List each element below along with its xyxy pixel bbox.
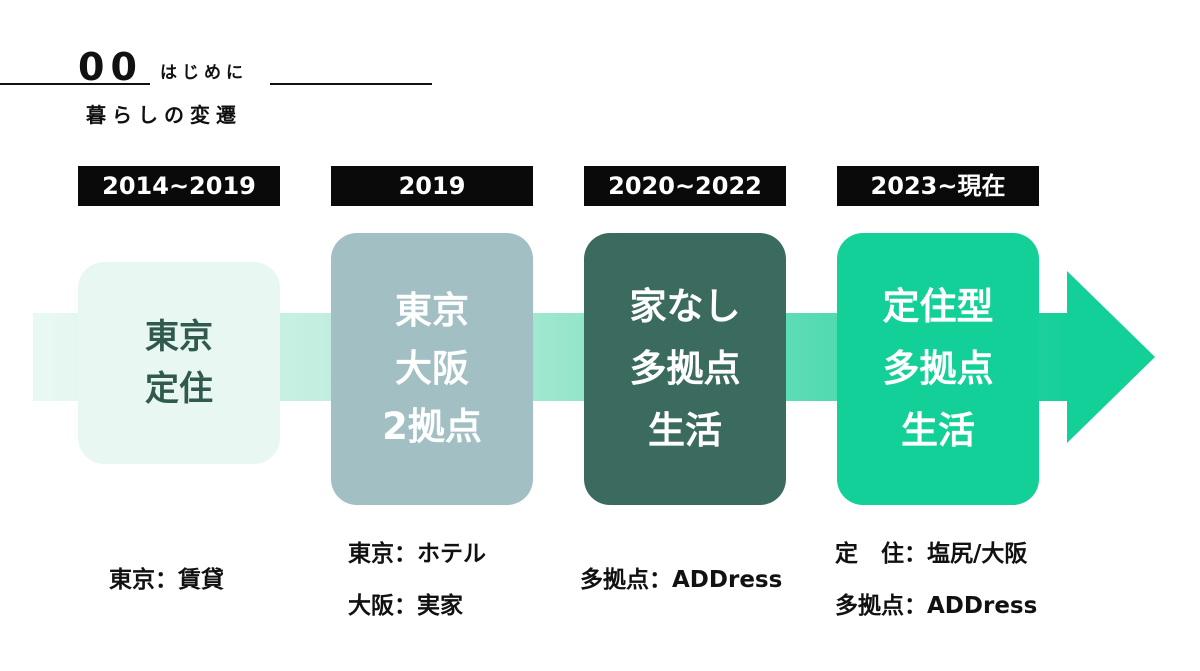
stage-line: 東京 (395, 289, 469, 332)
year-tag-2014-2019: 2014~2019 (78, 166, 280, 206)
section-label: はじめに (160, 63, 248, 83)
stage-caption: 大阪：実家 (348, 593, 463, 619)
section-number: 00 (78, 45, 143, 89)
stage-line: 大阪 (395, 347, 469, 390)
stage-box-tokyo-settled: 東京 定住 (78, 262, 280, 464)
stage-caption: 多拠点：ADDress (580, 567, 783, 593)
page-title: 暮らしの変遷 (86, 103, 242, 127)
stage-caption: 定 住：塩尻/大阪 (835, 541, 1028, 567)
stage-box-two-bases: 東京 大阪 2拠点 (331, 233, 533, 505)
year-tag-2019: 2019 (331, 166, 533, 206)
stage-line: 多拠点 (629, 347, 741, 390)
stage-line: 生活 (648, 409, 722, 452)
stage-box-settled-multi-base: 定住型 多拠点 生活 (837, 233, 1039, 505)
stage-line: 定住 (145, 369, 213, 409)
year-tag-2020-2022: 2020~2022 (584, 166, 786, 206)
stage-line: 定住型 (882, 285, 994, 328)
stage-caption: 東京：ホテル (348, 541, 486, 567)
stage-caption: 東京：賃貸 (109, 567, 224, 593)
stage-line: 生活 (901, 409, 975, 452)
stage-line: 多拠点 (882, 347, 994, 390)
header-rule-left (0, 83, 150, 85)
year-tag-2023-present: 2023~現在 (837, 166, 1039, 206)
header-rule-right (270, 83, 432, 85)
arrow-head (1067, 271, 1155, 443)
stage-caption: 多拠点：ADDress (835, 593, 1038, 619)
stage-line: 東京 (145, 317, 213, 357)
stage-box-homeless-multi-base: 家なし 多拠点 生活 (584, 233, 786, 505)
stage-line: 2拠点 (382, 405, 482, 448)
stage-line: 家なし (629, 285, 741, 328)
